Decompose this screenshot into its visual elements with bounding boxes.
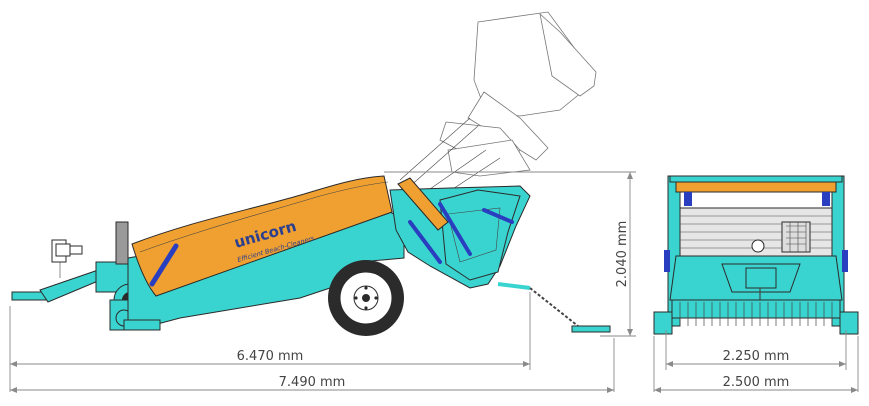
- dim-length-inner: 6.470 mm: [237, 349, 304, 364]
- tow-hitch: [11, 239, 111, 303]
- rear-view-cylinder-right: [822, 192, 830, 206]
- wheel: [328, 260, 404, 336]
- dim-height: 2.040 mm: [615, 221, 630, 288]
- rear-wheel-right: [839, 311, 859, 335]
- rear-orange-beam: [675, 181, 837, 193]
- front-hydraulic-cylinder: [149, 243, 179, 287]
- rear-dimensions: 2.250 mm 2.500 mm: [653, 330, 859, 393]
- rear-wheel-left: [653, 311, 673, 335]
- rear-hydraulic-cylinder-c: [482, 208, 514, 224]
- rear-view: [653, 175, 859, 335]
- dim-length-overall: 7.490 mm: [279, 375, 346, 390]
- dim-width-inner: 2.250 mm: [723, 349, 790, 364]
- conveyor-cover: [131, 175, 393, 297]
- control-panel: [781, 221, 811, 253]
- rear-tow-chain: [497, 282, 611, 333]
- side-dimensions: 6.470 mm 7.490 mm 2.040 mm: [9, 171, 636, 393]
- rear-hydraulic-cylinder-a: [408, 220, 442, 264]
- side-view: unicorn Efficient Beach-Cleaners: [11, 11, 611, 336]
- rear-rotor: [671, 299, 841, 319]
- raised-hopper-ghost: [399, 11, 597, 205]
- rear-hydraulic-cylinder-b: [438, 202, 472, 256]
- orange-pivot-arm: [397, 177, 449, 231]
- dim-width-overall: 2.500 mm: [723, 375, 790, 390]
- rear-view-cylinder-left: [684, 192, 692, 206]
